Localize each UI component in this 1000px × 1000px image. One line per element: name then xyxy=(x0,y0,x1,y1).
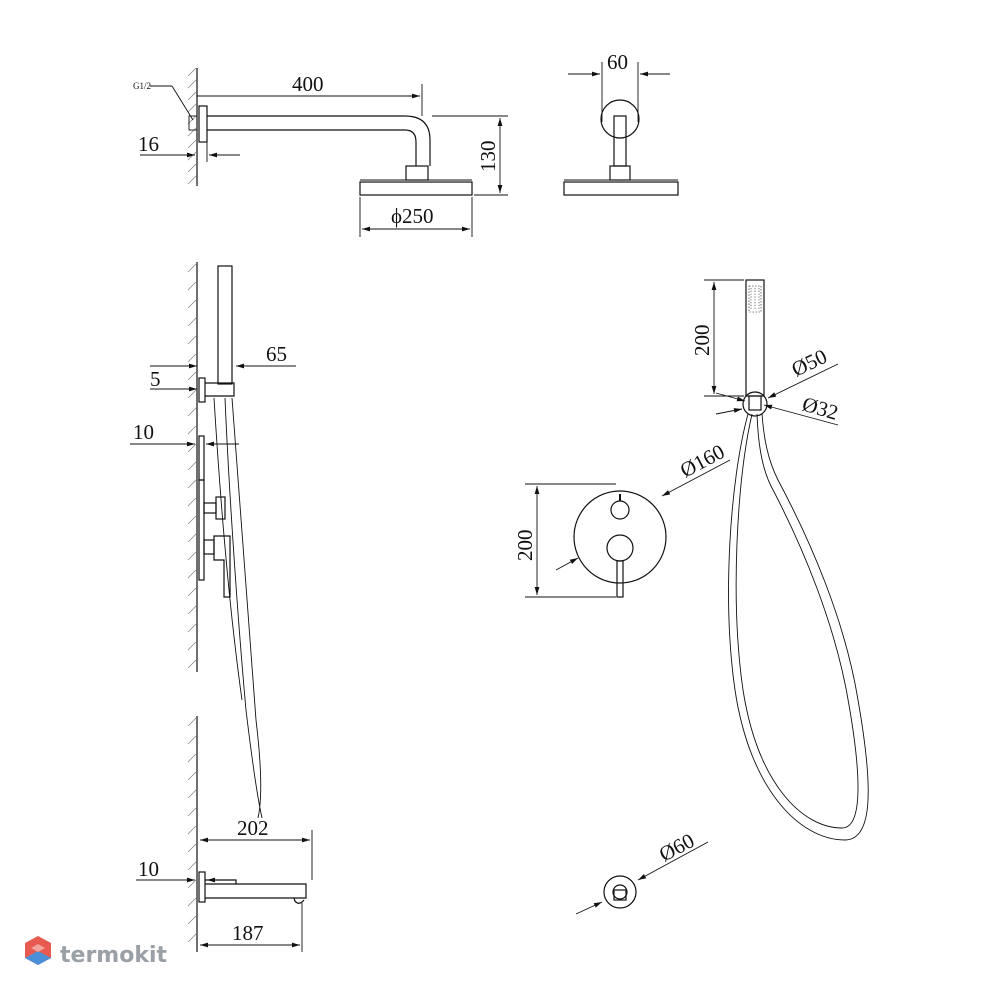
hose-side-upper xyxy=(224,397,257,721)
wall-hatch-middle xyxy=(187,263,197,669)
arm-connector xyxy=(405,165,429,181)
hand-bracket xyxy=(205,382,235,397)
logo-text: termokit xyxy=(60,943,167,968)
dim-arm-drop: 130 xyxy=(476,141,500,173)
hand-shower-side xyxy=(217,265,233,385)
arm-vertical xyxy=(613,115,627,167)
hose-side-lower xyxy=(245,709,263,819)
dim-valve-plate-diameter: Ø160 xyxy=(676,439,728,482)
shower-head xyxy=(359,181,473,196)
diverter-knob-front xyxy=(610,500,630,520)
valve-plate-side xyxy=(198,479,205,581)
dim-head-diameter: ϕ250 xyxy=(391,204,434,228)
diverter-stem xyxy=(203,502,217,514)
dim-arm-length: 400 xyxy=(292,72,324,96)
wall-hatch-lower xyxy=(187,717,197,943)
dim-line-valve-diameter-left xyxy=(555,557,579,571)
valve-plate-circle xyxy=(573,490,667,584)
arm-flange-circle xyxy=(600,99,640,139)
spout-outlet xyxy=(293,897,305,904)
outlet-spout-circle xyxy=(612,884,628,900)
diverter-knob xyxy=(215,496,226,520)
wall-side-view: 5 65 10 xyxy=(130,262,296,721)
thread-connector xyxy=(188,115,198,131)
hose-loop-inner xyxy=(735,413,859,829)
shower-arm-side-view: G1/2 400 16 130 ϕ250 xyxy=(133,67,508,237)
shower-head-front xyxy=(563,181,679,196)
dim-line-outlet-diameter-left xyxy=(575,901,603,915)
hose-loop-outer xyxy=(728,413,869,841)
dim-spout-reach: 187 xyxy=(232,921,264,945)
thread-leader-diagonal xyxy=(171,85,194,121)
spout-plate xyxy=(198,871,206,903)
hand-bracket-plate xyxy=(198,377,206,403)
dim-line-handshower-diameter-left xyxy=(715,408,743,415)
dim-line-neck-diameter-left xyxy=(715,392,746,402)
shower-arm xyxy=(207,115,431,166)
dim-line-handshower-diameter xyxy=(767,363,839,399)
mixer-lever-base xyxy=(606,534,634,562)
shower-arm-front-view: 60 xyxy=(563,50,679,196)
dim-handshower-diameter: Ø50 xyxy=(788,344,831,381)
dim-line-outlet-diameter xyxy=(637,841,709,881)
dim-line-neck-diameter xyxy=(763,404,839,426)
dim-outlet-diameter: Ø60 xyxy=(655,828,698,866)
hand-holder-circle xyxy=(742,391,768,417)
dim-valve-plate-gap: 10 xyxy=(133,420,154,444)
dim-neck-diameter: Ø32 xyxy=(800,392,841,425)
dim-hand-bracket-depth: 65 xyxy=(266,342,287,366)
valve-plate-front-view: 200 Ø160 xyxy=(513,439,731,598)
dim-hand-bracket-offset: 5 xyxy=(150,367,161,391)
outlet-flange xyxy=(603,875,637,909)
termokit-logo: termokit xyxy=(25,936,167,968)
spout-body xyxy=(205,879,307,899)
dim-spout-length: 202 xyxy=(237,816,269,840)
dim-wall-offset: 16 xyxy=(138,132,159,156)
spray-nozzle-grid xyxy=(748,285,762,313)
outlet-spout-front xyxy=(613,889,627,901)
dim-valve-plate-height: 200 xyxy=(513,530,537,562)
dim-arm-width: 60 xyxy=(607,50,628,74)
thread-label: G1/2 xyxy=(133,81,151,91)
lever-handle xyxy=(213,535,231,598)
spout-side-view: 202 10 187 xyxy=(136,709,313,952)
arm-connector-front xyxy=(609,165,631,181)
dim-line-valve-diameter xyxy=(661,459,731,497)
hose-side-inner xyxy=(213,397,243,701)
outlet-front-view: Ø60 xyxy=(575,828,709,915)
diverter-indicator xyxy=(619,494,621,501)
hexagon-logo-icon xyxy=(25,936,51,965)
hand-holder-neck xyxy=(748,395,762,411)
hand-shower-front-view: 200 Ø50 Ø32 xyxy=(690,279,869,841)
mixer-lever-front xyxy=(616,560,624,598)
dim-handshower-length: 200 xyxy=(690,325,714,357)
wall-flange xyxy=(198,105,208,143)
dim-spout-plate-gap: 10 xyxy=(138,857,159,881)
lever-stem xyxy=(203,539,215,555)
valve-plate-side-upper xyxy=(198,435,205,481)
